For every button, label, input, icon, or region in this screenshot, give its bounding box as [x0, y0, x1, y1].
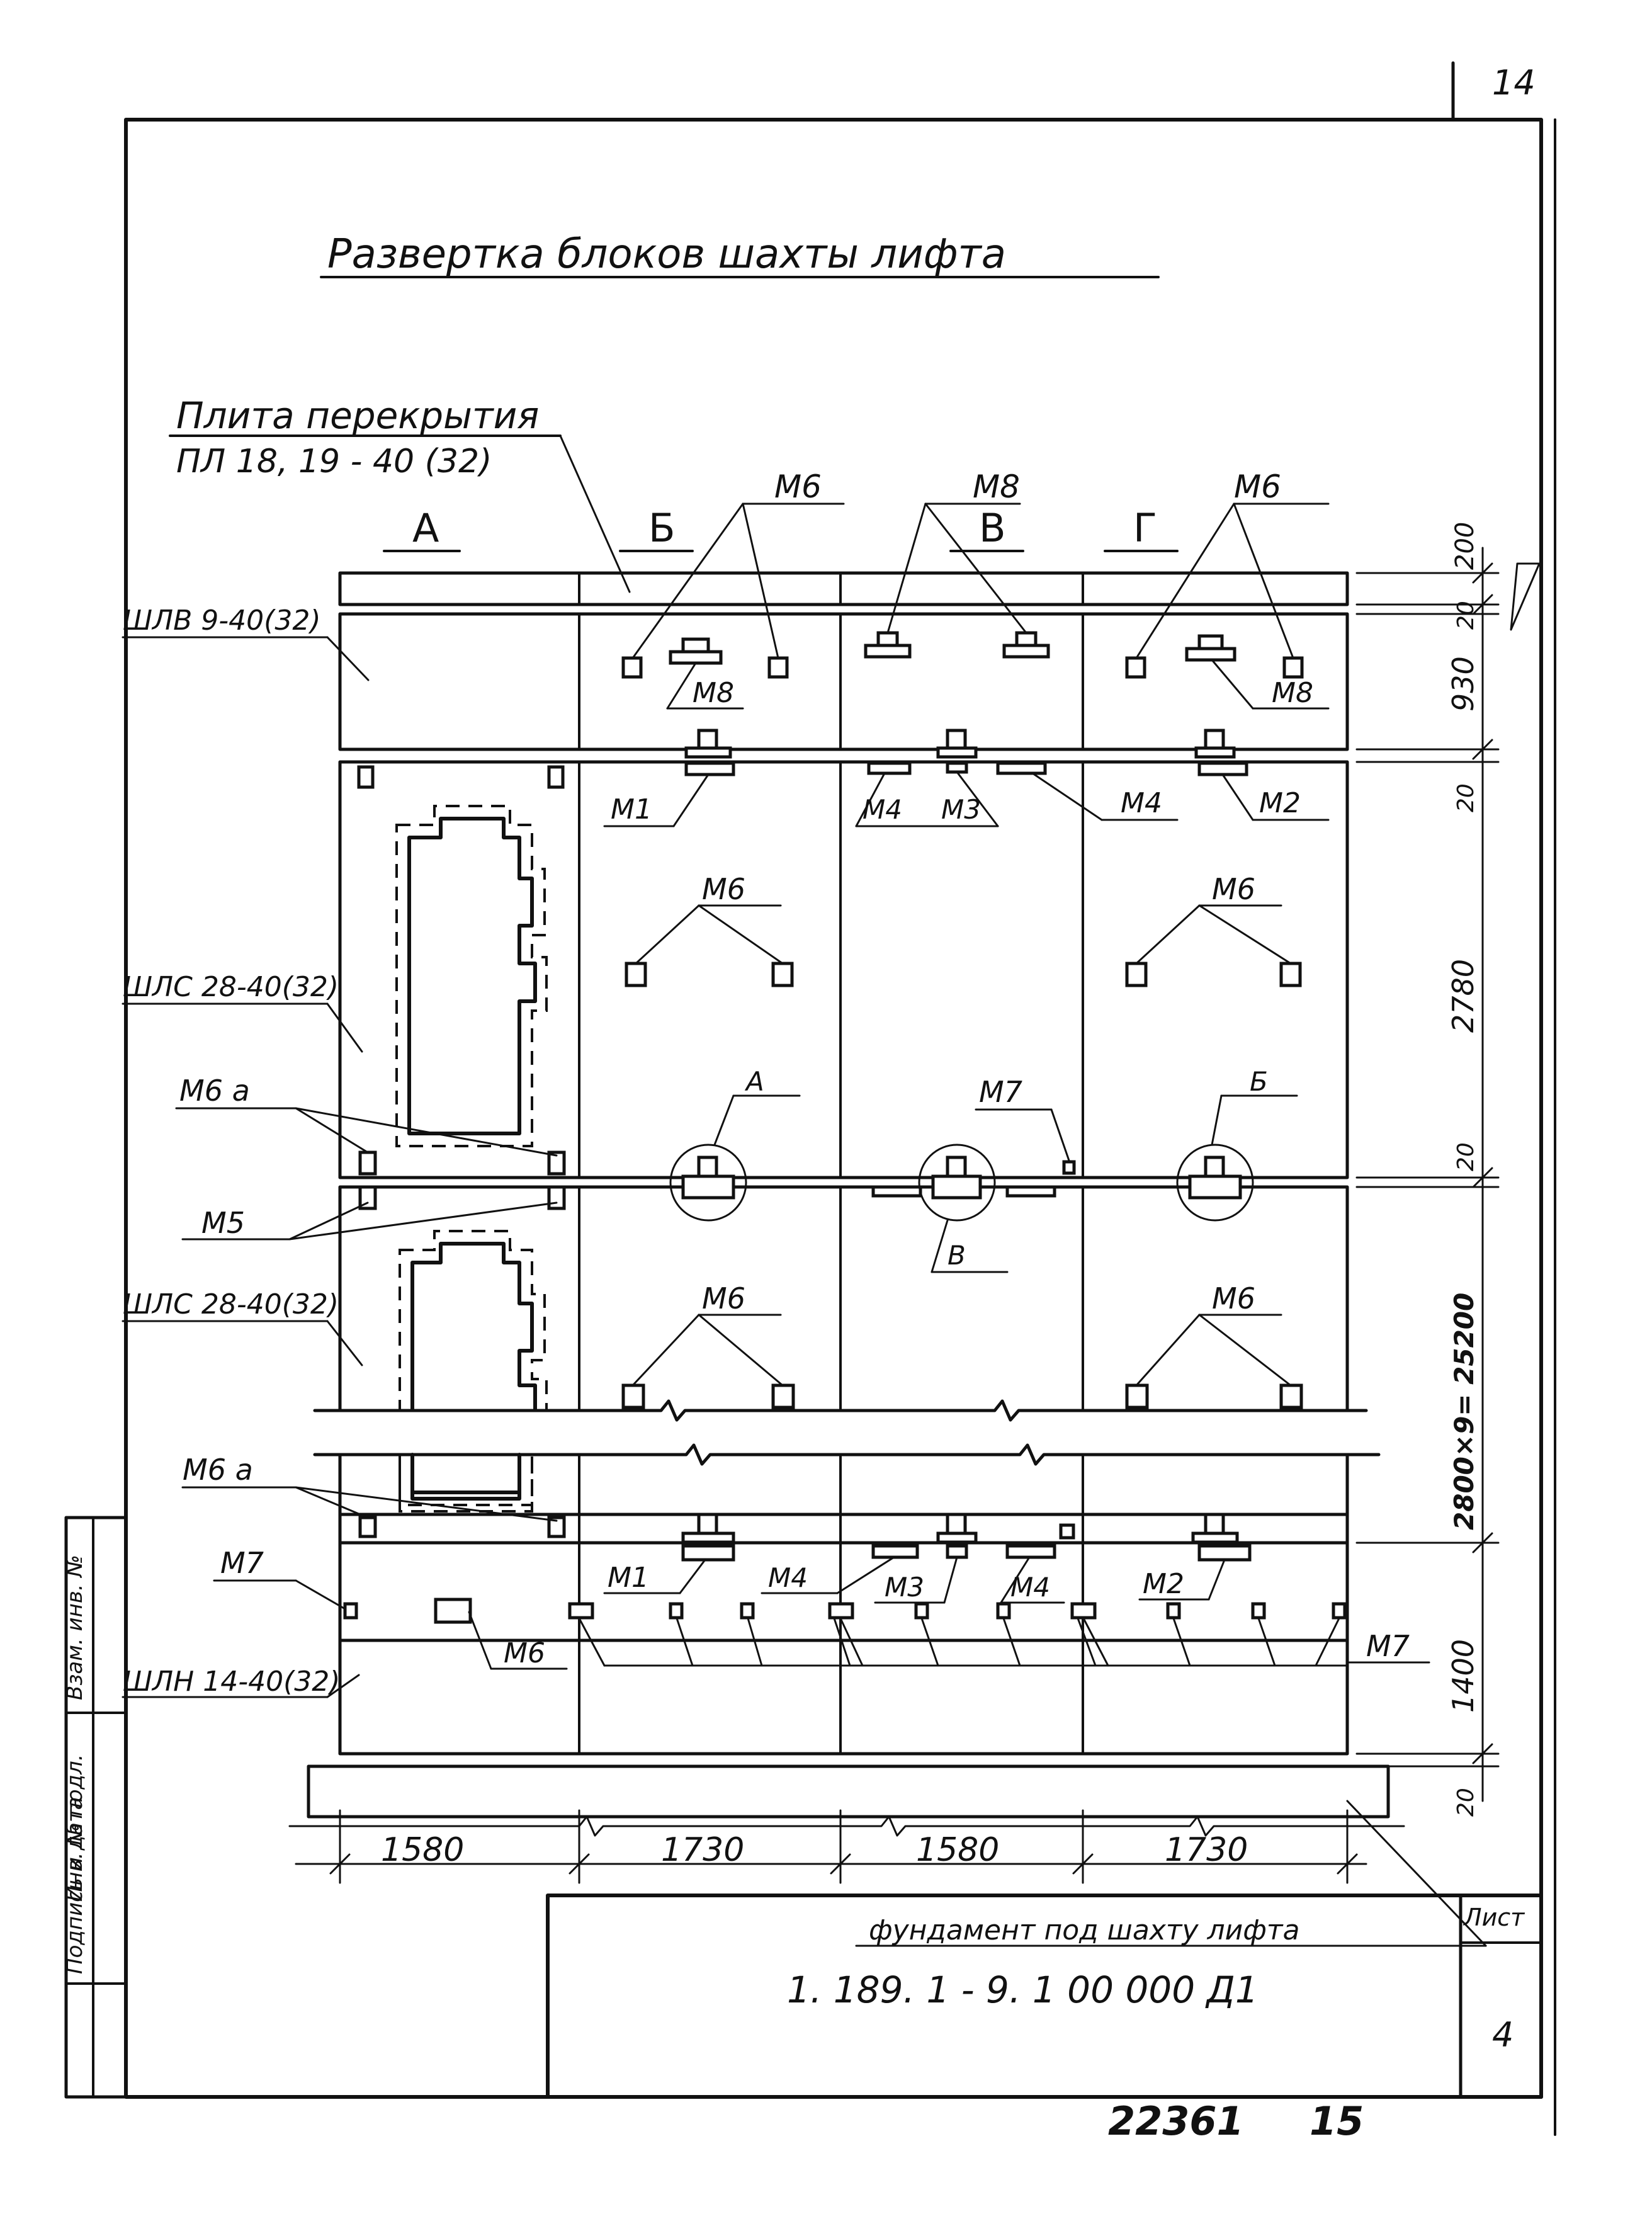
dim-joint-3: 20 — [1453, 1142, 1479, 1171]
leader-lines — [122, 503, 1487, 1947]
label-node-a: А — [744, 1066, 764, 1097]
label-m8-left: М8 — [693, 677, 734, 709]
label-foundation: фундамент под шахту лифта — [869, 1914, 1299, 1946]
embedded-parts — [343, 631, 1347, 1624]
footer-left-number: 22361 — [1108, 2098, 1244, 2144]
label-node-b: Б — [1250, 1066, 1268, 1097]
label-m6a-lower: М6 а — [183, 1453, 253, 1487]
label-m6-top-right: М6 — [1234, 468, 1281, 505]
label-m6-mid1-right: М6 — [1212, 872, 1255, 906]
dim-height-repeat: 2800×9= 25200 — [1449, 1293, 1479, 1530]
dim-joint-1: 20 — [1453, 601, 1479, 630]
sheet-label: Лист — [1462, 1904, 1525, 1931]
label-node-v: В — [948, 1240, 966, 1271]
column-label-a: А — [412, 505, 439, 551]
label-m4-joint-right: М4 — [1121, 787, 1162, 819]
break-lines — [313, 1399, 1385, 1516]
dim-width-b: 1730 — [661, 1831, 744, 1869]
label-m3-bottom: М3 — [885, 1572, 924, 1603]
dim-width-v: 1580 — [916, 1831, 999, 1869]
label-m2-bottom: М2 — [1143, 1568, 1184, 1600]
label-m4-joint-left: М4 — [863, 794, 902, 825]
label-m8-top: М8 — [973, 468, 1020, 505]
label-m7-left: М7 — [220, 1546, 264, 1580]
dimension-lines — [288, 547, 1541, 1884]
label-block-top: ШЛВ 9-40(32) — [123, 605, 321, 637]
sheet-frame — [64, 61, 1556, 2136]
label-m6-mid2-left: М6 — [702, 1281, 745, 1315]
slab-name: Плита перекрытия — [176, 394, 539, 437]
dim-height-mid1: 2780 — [1446, 959, 1480, 1033]
label-m7-joint: М7 — [979, 1075, 1022, 1109]
dim-joint-2: 20 — [1453, 783, 1479, 812]
dim-width-g: 1730 — [1165, 1831, 1248, 1869]
drawing-title: Развертка блоков шахты лифта — [327, 231, 1006, 278]
block-row-bottom — [338, 1541, 1349, 1756]
label-block-mid2: ШЛС 28-40(32) — [123, 1288, 339, 1320]
label-m6a-upper: М6 а — [179, 1074, 250, 1108]
dim-joint-4: 20 — [1453, 1788, 1479, 1817]
dim-width-a: 1580 — [381, 1831, 464, 1869]
foundation-block — [307, 1764, 1390, 1819]
block-row-mid1 — [338, 760, 1349, 1179]
footer-right-number: 15 — [1310, 2098, 1364, 2144]
column-label-g: Г — [1133, 505, 1157, 551]
dim-height-top: 930 — [1446, 656, 1480, 712]
stamp-signature-date: Подпись и дата — [62, 1797, 88, 1974]
block-row-top — [338, 612, 1349, 751]
label-m7-right: М7 — [1366, 1629, 1410, 1663]
label-block-mid1: ШЛС 28-40(32) — [123, 971, 339, 1003]
label-m4-bottom-left: М4 — [768, 1562, 808, 1593]
label-m5: М5 — [201, 1206, 245, 1240]
column-label-b: Б — [648, 505, 676, 551]
dim-height-slab: 200 — [1451, 522, 1479, 570]
corner-number: 14 — [1492, 63, 1536, 103]
stamp-replaced-inv: Взам. инв. № — [62, 1555, 88, 1700]
label-m1-bottom: М1 — [608, 1562, 649, 1594]
sheet-number: 4 — [1492, 2015, 1513, 2055]
stamp-inv-original: Инв. № подл. — [62, 1754, 88, 1902]
slab-row — [338, 571, 1349, 606]
label-m6-mid2-right: М6 — [1212, 1281, 1255, 1315]
label-m3-joint: М3 — [941, 794, 981, 825]
dim-height-bottom: 1400 — [1446, 1639, 1480, 1713]
document-code: 1. 189. 1 - 9. 1 00 000 Д1 — [787, 1968, 1259, 2011]
slab-code: ПЛ 18, 19 - 40 (32) — [176, 443, 492, 480]
label-m4-bottom-right: М4 — [1010, 1572, 1050, 1603]
label-m6-mid1-left: М6 — [702, 872, 745, 906]
column-label-v: В — [979, 505, 1006, 551]
label-m1-joint: М1 — [611, 793, 652, 826]
label-m6-bottom: М6 — [504, 1637, 545, 1669]
label-block-bottom: ШЛН 14-40(32) — [123, 1666, 340, 1698]
label-m8-right: М8 — [1272, 677, 1313, 709]
label-m2-joint: М2 — [1259, 787, 1301, 819]
mark-labels: М6 М8 М6 М8 М8 ШЛВ 9-40(32) ШЛС 28-40(32… — [123, 468, 1410, 1946]
label-m6-top-left: М6 — [774, 468, 822, 505]
